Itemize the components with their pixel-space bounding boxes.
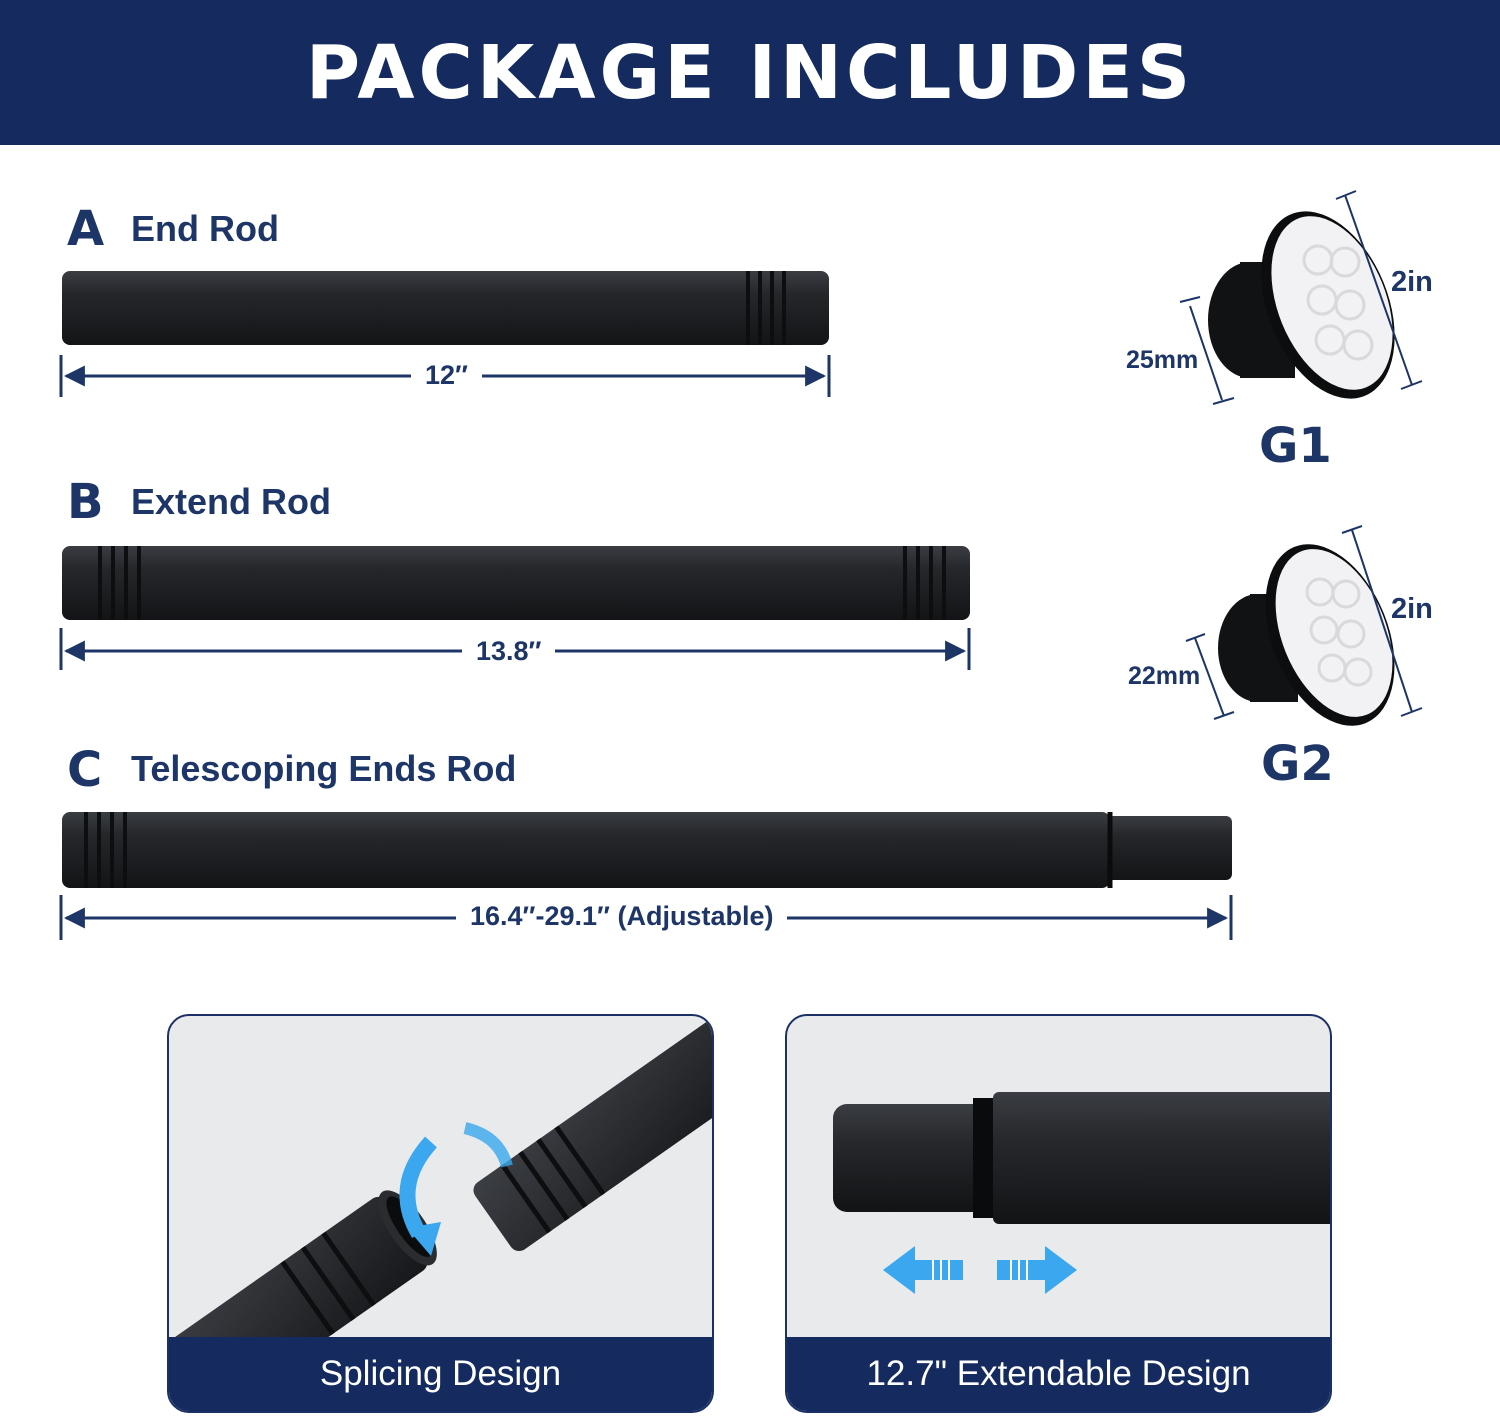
holder-g2-image [1218,544,1395,726]
part-c-length: 16.4″-29.1″ (Adjustable) [456,901,788,932]
telescoping-rod-image [62,812,1232,888]
extendable-illustration [833,1092,1330,1294]
page-title: PACKAGE INCLUDES [305,29,1195,116]
splicing-design-caption: Splicing Design [169,1337,712,1411]
part-a-length: 12″ [411,360,482,391]
holder-g2-height: 2in [1391,593,1433,625]
part-c-name: Telescoping Ends Rod [131,748,517,789]
holder-g1-dimensions [1179,190,1423,405]
part-a-letter: A [67,201,105,257]
part-b-letter: B [67,474,104,530]
part-b-name: Extend Rod [131,481,332,522]
extend-rod-image [62,546,970,620]
part-c-letter: C [67,742,103,798]
end-rod-image [62,271,829,345]
holder-g1-image [1208,211,1395,399]
part-b-length: 13.8″ [462,636,556,667]
holder-g1-height: 2in [1391,266,1433,298]
holder-g2-label: G2 [1261,736,1334,792]
extendable-design-caption: 12.7" Extendable Design [787,1337,1330,1411]
splicing-design-panel: Splicing Design [167,1014,714,1413]
part-a-name: End Rod [131,208,279,249]
header-banner: PACKAGE INCLUDES [0,0,1500,145]
rods-illustration [59,190,1423,940]
holder-g2-diameter: 22mm [1128,662,1201,690]
splicing-illustration [169,1016,712,1346]
holder-g1-diameter: 25mm [1126,346,1199,374]
holder-g2-dimensions [1185,525,1423,720]
holder-g1-label: G1 [1259,418,1332,474]
extendable-design-panel: 12.7" Extendable Design [785,1014,1332,1413]
